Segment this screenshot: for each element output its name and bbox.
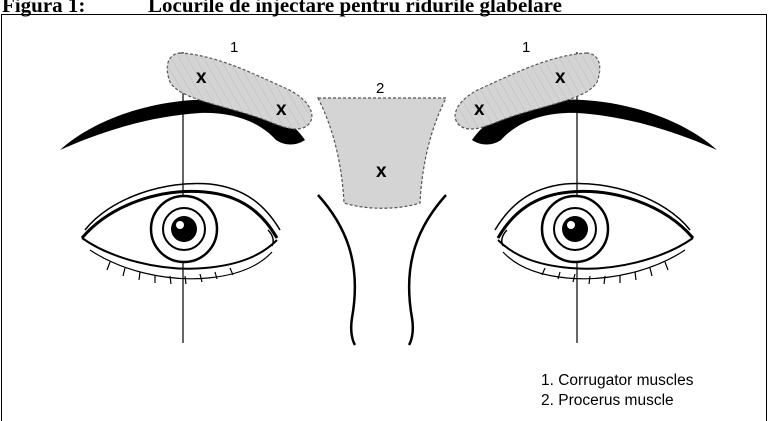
label-corrugator-left: 1: [230, 39, 238, 56]
right-eye: [495, 183, 693, 284]
left-eye: [82, 183, 280, 284]
injection-marker: x: [474, 99, 485, 120]
legend-item-corrugator: 1. Corrugator muscles: [541, 372, 693, 390]
injection-marker: x: [376, 161, 387, 182]
label-procerus: 2: [376, 80, 384, 97]
injection-marker: x: [196, 67, 207, 88]
legend-item-procerus: 2. Procerus muscle: [541, 392, 674, 410]
injection-marker: x: [555, 67, 566, 88]
injection-marker: x: [276, 99, 287, 120]
nose-right-line: [409, 195, 446, 345]
label-corrugator-right: 1: [522, 39, 530, 56]
procerus-region: [318, 98, 446, 208]
nose-left-line: [318, 195, 355, 345]
